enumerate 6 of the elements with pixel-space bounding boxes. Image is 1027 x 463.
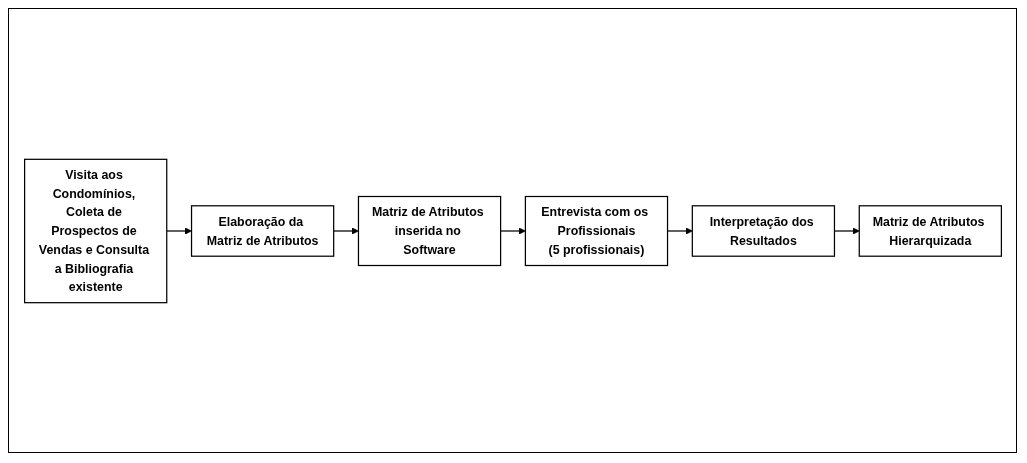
node-box: Interpretação dos Resultados [691, 204, 835, 257]
node-box: Entrevista com os Profissionais (5 profissionais) [524, 195, 668, 266]
node-box: Visita aos Condomínios, Coleta de Prospectos de Vendas e Consulta a Bibliografia existente [23, 158, 167, 303]
node-box: Elaboração da Matriz de Atributos [190, 204, 334, 257]
node-box: Matriz de Atributos inserida no Software [357, 195, 501, 266]
node-box: Matriz de Atributos Hierarquizada [858, 204, 1002, 257]
